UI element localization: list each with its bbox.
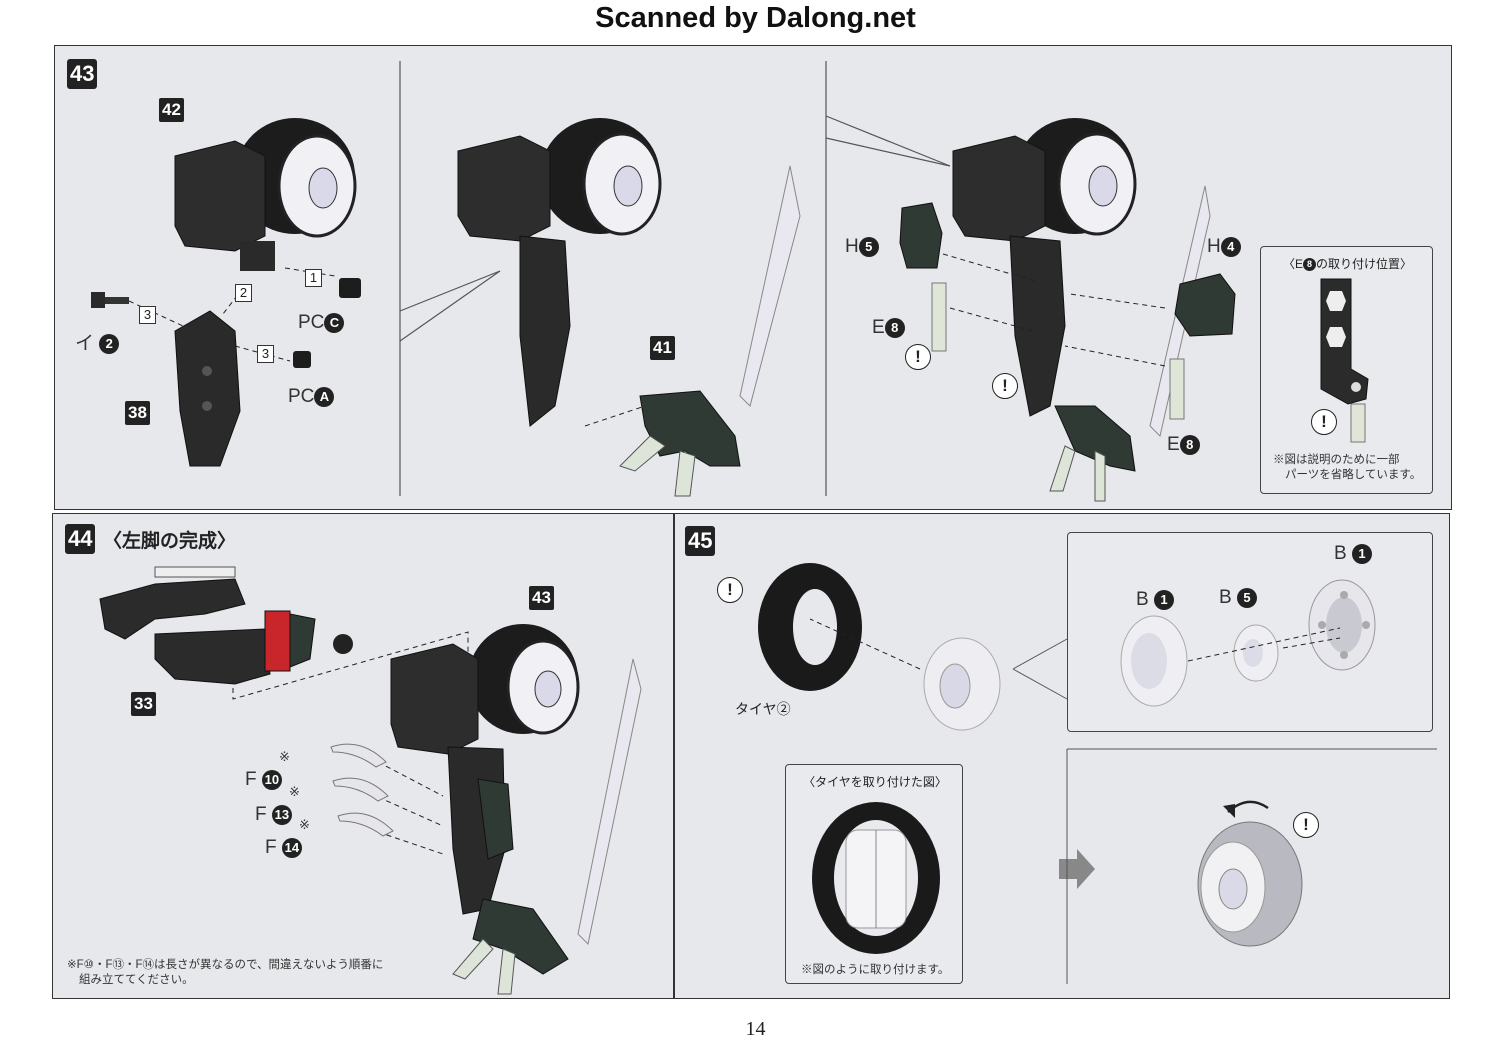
panel-divider-lines	[399, 61, 951, 496]
completed-left-leg	[390, 624, 642, 995]
step-44-note: ※F⑩・F⑬・F⑭は長さが異なるので、間違えないよう順番に 組み立ててください。	[67, 959, 384, 986]
e8-position-diagram	[1320, 278, 1369, 443]
caution-icon: !	[717, 577, 743, 603]
label-f10: F 10 ※	[245, 749, 290, 790]
caution-icon: !	[1293, 812, 1319, 838]
rotate-arrow-icon	[1223, 800, 1269, 818]
hub-center-b5	[1233, 624, 1279, 682]
lower-leg-part-38	[174, 310, 241, 467]
caution-icon: !	[1311, 409, 1337, 435]
page-header: Scanned by Dalong.net	[595, 2, 916, 34]
right-arrow-icon	[1059, 849, 1095, 889]
tire-attached-inset: 〈タイヤを取り付けた図〉 ※図のように取り付けます。	[785, 764, 963, 984]
polycap-a	[293, 351, 311, 368]
claw-f14	[337, 812, 394, 837]
claw-f13	[332, 777, 389, 802]
wheel-hub	[923, 637, 1001, 731]
step-number: 45	[685, 526, 716, 556]
part-tag-38: 38	[125, 401, 150, 425]
part-tag-42: 42	[159, 98, 184, 122]
part-tag-33: 33	[131, 692, 156, 716]
sequence-3b: 3	[257, 345, 274, 363]
tire-2	[758, 563, 862, 691]
step-44-panel: 44 〈左脚の完成〉 33 43 F 10 ※ F 13 ※	[52, 513, 674, 999]
assembled-leg-middle	[457, 118, 801, 497]
hub-assembly-arrows	[1187, 627, 1341, 662]
step-title: 〈左脚の完成〉	[103, 531, 237, 552]
caution-icon: !	[992, 373, 1018, 399]
h4-part	[1174, 273, 1236, 337]
divider-lines	[1066, 748, 1437, 984]
inset-title: 〈タイヤを取り付けた図〉	[803, 775, 947, 789]
label-f13: F 13 ※	[255, 784, 300, 825]
upper-leg-hip-part	[174, 118, 357, 271]
hip-assembly-part-33	[99, 566, 353, 685]
label-i2: イ 2	[75, 328, 120, 355]
step-45-panel: 45 ! タイヤ② B 1	[674, 513, 1450, 999]
claw-f10	[330, 743, 387, 768]
inset-note: ※図のように取り付けます。	[801, 964, 950, 976]
assembled-leg-right	[952, 118, 1211, 502]
tire-label: タイヤ②	[735, 701, 791, 717]
hub-assembly-inset: B 1 B 5 B 1	[1067, 532, 1433, 732]
part-tag-41: 41	[650, 336, 675, 360]
step-number: 44	[65, 524, 96, 554]
e8-part-b	[1169, 358, 1185, 420]
hub-inner-b1	[1308, 579, 1376, 671]
polycap-c	[339, 278, 361, 298]
hip-to-leg-connection	[232, 631, 469, 855]
step-number: 43	[67, 59, 98, 89]
h5-part	[899, 202, 943, 269]
completed-wheel	[1197, 821, 1303, 947]
page-number: 14	[745, 1018, 766, 1040]
tire-attached-diagram	[812, 802, 940, 954]
right-substep-arrows	[942, 253, 1166, 367]
sequence-1: 1	[305, 269, 322, 287]
caution-icon: !	[905, 344, 931, 370]
label-b1-outer: B 1	[1136, 589, 1174, 611]
label-b5: B 5	[1219, 587, 1257, 609]
e8-part-a	[931, 282, 947, 352]
hub-outer-b1	[1120, 615, 1188, 707]
tire-to-hub-arrow	[809, 618, 1068, 700]
label-b1-inner: B 1	[1334, 543, 1372, 565]
inset-note: ※図は説明のために一部 パーツを省略しています。	[1273, 454, 1422, 481]
pin-part-i2	[91, 292, 129, 308]
sequence-2: 2	[235, 284, 252, 302]
sequence-3a: 3	[139, 306, 156, 324]
label-f14: F 14 ※	[265, 817, 310, 858]
part-tag-43: 43	[529, 586, 554, 610]
